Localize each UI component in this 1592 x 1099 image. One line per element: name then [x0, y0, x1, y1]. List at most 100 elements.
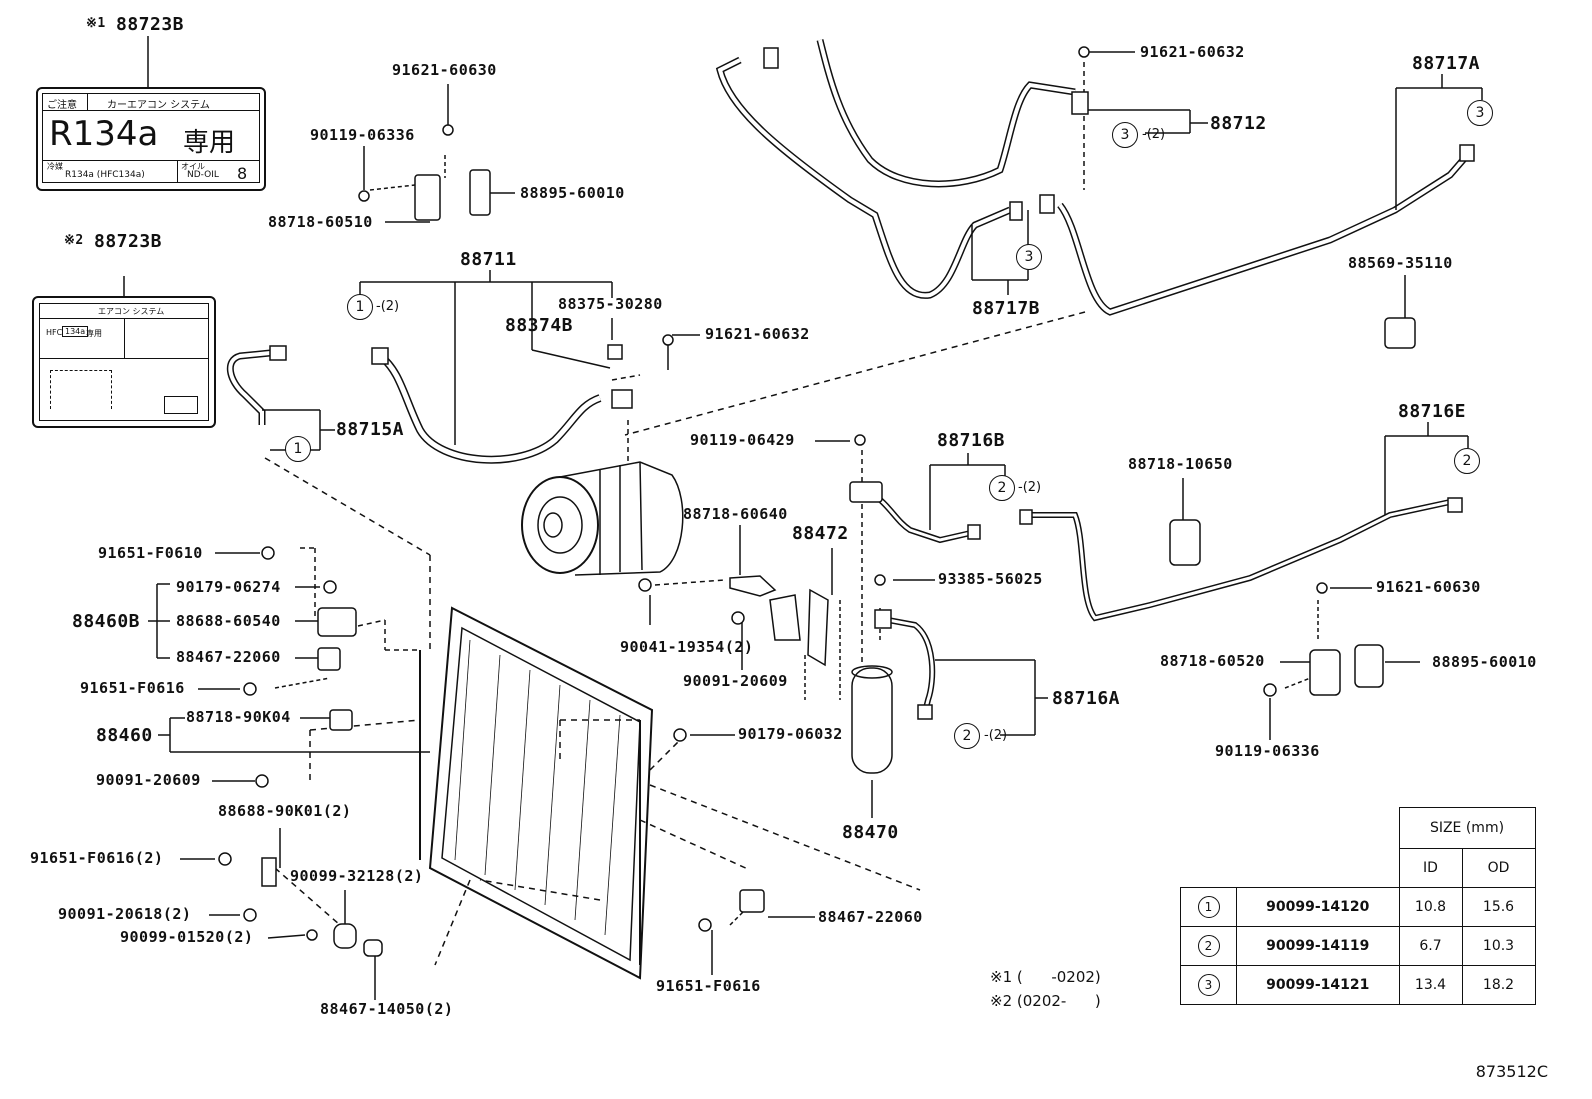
label-88716E: 88716E	[1398, 401, 1467, 422]
size-row-3-part: 90099-14121	[1236, 965, 1400, 1005]
card1-refrigerant: R134a	[49, 114, 159, 154]
label-88718-60510: 88718-60510	[268, 213, 373, 231]
label-88688-60540: 88688-60540	[176, 612, 281, 630]
size-row-1-od: 15.6	[1461, 887, 1536, 927]
label-88723B-2: 88723B	[94, 231, 163, 252]
label-88723B-2-note: ※2	[64, 233, 84, 248]
card1-oil-number: 8	[237, 164, 248, 183]
label-90119-06429: 90119-06429	[690, 431, 795, 449]
label-90179-06032: 90179-06032	[738, 725, 843, 743]
label-88718-60640: 88718-60640	[683, 505, 788, 523]
label-88715A: 88715A	[336, 419, 405, 440]
label-90091-20609-a: 90091-20609	[683, 672, 788, 690]
size-row-1-part: 90099-14120	[1236, 887, 1400, 927]
label-88716B: 88716B	[937, 430, 1006, 451]
label-90119-06336-b: 90119-06336	[1215, 742, 1320, 760]
card1-system: カーエアコン システム	[107, 100, 210, 111]
label-93385-56025: 93385-56025	[938, 570, 1043, 588]
label-88895-60010-b: 88895-60010	[1432, 653, 1537, 671]
footnote-1: ※1 ( -0202)	[990, 968, 1101, 986]
size-table-header: SIZE (mm)	[1398, 807, 1536, 849]
label-91651-F0616-2: 91651-F0616(2)	[30, 849, 164, 867]
card1-refr-label: 冷媒	[47, 162, 63, 171]
size-row-3-od: 18.2	[1461, 965, 1536, 1005]
label-90041-19354: 90041-19354(2)	[620, 638, 754, 656]
size-table-col-od: OD	[1461, 848, 1536, 888]
label-88467-22060-a: 88467-22060	[176, 648, 281, 666]
card1-oil-value: ND-OIL	[187, 170, 219, 180]
label-88718-60520: 88718-60520	[1160, 652, 1265, 670]
label-91621-60630-a: 91621-60630	[392, 61, 497, 79]
label-88717B: 88717B	[972, 298, 1041, 319]
diagram-reference-code: 873512C	[1475, 1062, 1548, 1081]
label-88374B: 88374B	[505, 315, 574, 336]
size-row-1-id: 10.8	[1398, 887, 1463, 927]
table-row: 2 90099-14119 6.7 10.3	[1180, 926, 1536, 966]
oring-size-table: SIZE (mm) ID OD 1 90099-14120 10.8 15.6 …	[1180, 807, 1536, 1005]
size-row-2-ref: 2	[1197, 935, 1220, 957]
label-90091-20609-b: 90091-20609	[96, 771, 201, 789]
label-88688-90K01: 88688-90K01(2)	[218, 802, 352, 820]
card2-hfc-box: 134a	[62, 326, 89, 337]
card1-caution: ご注意	[47, 100, 77, 111]
label-88460B: 88460B	[72, 611, 141, 632]
label-88470: 88470	[842, 822, 899, 843]
label-88718-10650: 88718-10650	[1128, 455, 1233, 473]
label-88718-90K04: 88718-90K04	[186, 708, 291, 726]
label-88716A: 88716A	[1052, 688, 1121, 709]
oring-ref-1-b: 1	[285, 436, 311, 462]
oring-ref-3-a-qty: -(2)	[1142, 127, 1166, 142]
card2-title: エアコン システム	[98, 307, 165, 316]
size-table-col-id: ID	[1398, 848, 1463, 888]
label-90179-06274: 90179-06274	[176, 578, 281, 596]
footnote-2: ※2 (0202- )	[990, 992, 1101, 1010]
oring-ref-2-b: 2	[1454, 448, 1480, 474]
label-90099-32128: 90099-32128(2)	[290, 867, 424, 885]
table-row: 1 90099-14120 10.8 15.6	[1180, 887, 1536, 927]
size-row-3-ref: 3	[1197, 974, 1220, 996]
oring-ref-2-a-qty: -(2)	[1018, 480, 1042, 495]
card2-hfc: HFC	[46, 328, 63, 337]
size-row-2-part: 90099-14119	[1236, 926, 1400, 966]
oring-ref-2-a: 2	[989, 475, 1015, 501]
oring-ref-3-b: 3	[1467, 100, 1493, 126]
label-88460: 88460	[96, 725, 153, 746]
size-row-2-id: 6.7	[1398, 926, 1463, 966]
label-88712: 88712	[1210, 113, 1267, 134]
card1-exclusive: 専用	[183, 128, 236, 158]
ac-label-card-1: ご注意 カーエアコン システム R134a 専用 冷媒 R134a (HFC13…	[36, 87, 266, 191]
size-row-3-id: 13.4	[1398, 965, 1463, 1005]
oring-ref-1-a-qty: -(2)	[376, 299, 400, 314]
label-88723B-1-note: ※1	[86, 16, 106, 31]
label-88472: 88472	[792, 523, 849, 544]
table-row: 3 90099-14121 13.4 18.2	[1180, 965, 1536, 1005]
label-91621-60632-b: 91621-60632	[705, 325, 810, 343]
oring-ref-3-c: 3	[1016, 244, 1042, 270]
label-91621-60632-a: 91621-60632	[1140, 43, 1245, 61]
label-90091-20618: 90091-20618(2)	[58, 905, 192, 923]
label-88717A: 88717A	[1412, 53, 1481, 74]
label-91651-F0610: 91651-F0610	[98, 544, 203, 562]
label-88895-60010-a: 88895-60010	[520, 184, 625, 202]
label-90119-06336-a: 90119-06336	[310, 126, 415, 144]
card2-exclusive: 専用	[86, 329, 102, 338]
card1-oil-label: オイル	[181, 162, 205, 171]
label-88711: 88711	[460, 249, 517, 270]
oring-ref-3-a: 3	[1112, 122, 1138, 148]
label-88467-14050: 88467-14050(2)	[320, 1000, 454, 1018]
label-90099-01520: 90099-01520(2)	[120, 928, 254, 946]
label-88723B-1: 88723B	[116, 14, 185, 35]
card1-refr-value: R134a (HFC134a)	[65, 170, 145, 180]
label-91651-F0616-a: 91651-F0616	[80, 679, 185, 697]
oring-ref-2-c: 2	[954, 723, 980, 749]
ac-label-card-2: エアコン システム HFC 134a 専用	[32, 296, 216, 428]
size-row-2-od: 10.3	[1461, 926, 1536, 966]
oring-ref-2-c-qty: -(2)	[984, 728, 1008, 743]
label-91621-60630-b: 91621-60630	[1376, 578, 1481, 596]
size-row-1-ref: 1	[1197, 896, 1220, 918]
label-88467-22060-b: 88467-22060	[818, 908, 923, 926]
label-91651-F0616-b: 91651-F0616	[656, 977, 761, 995]
label-88375-30280: 88375-30280	[558, 295, 663, 313]
oring-ref-1-a: 1	[347, 294, 373, 320]
